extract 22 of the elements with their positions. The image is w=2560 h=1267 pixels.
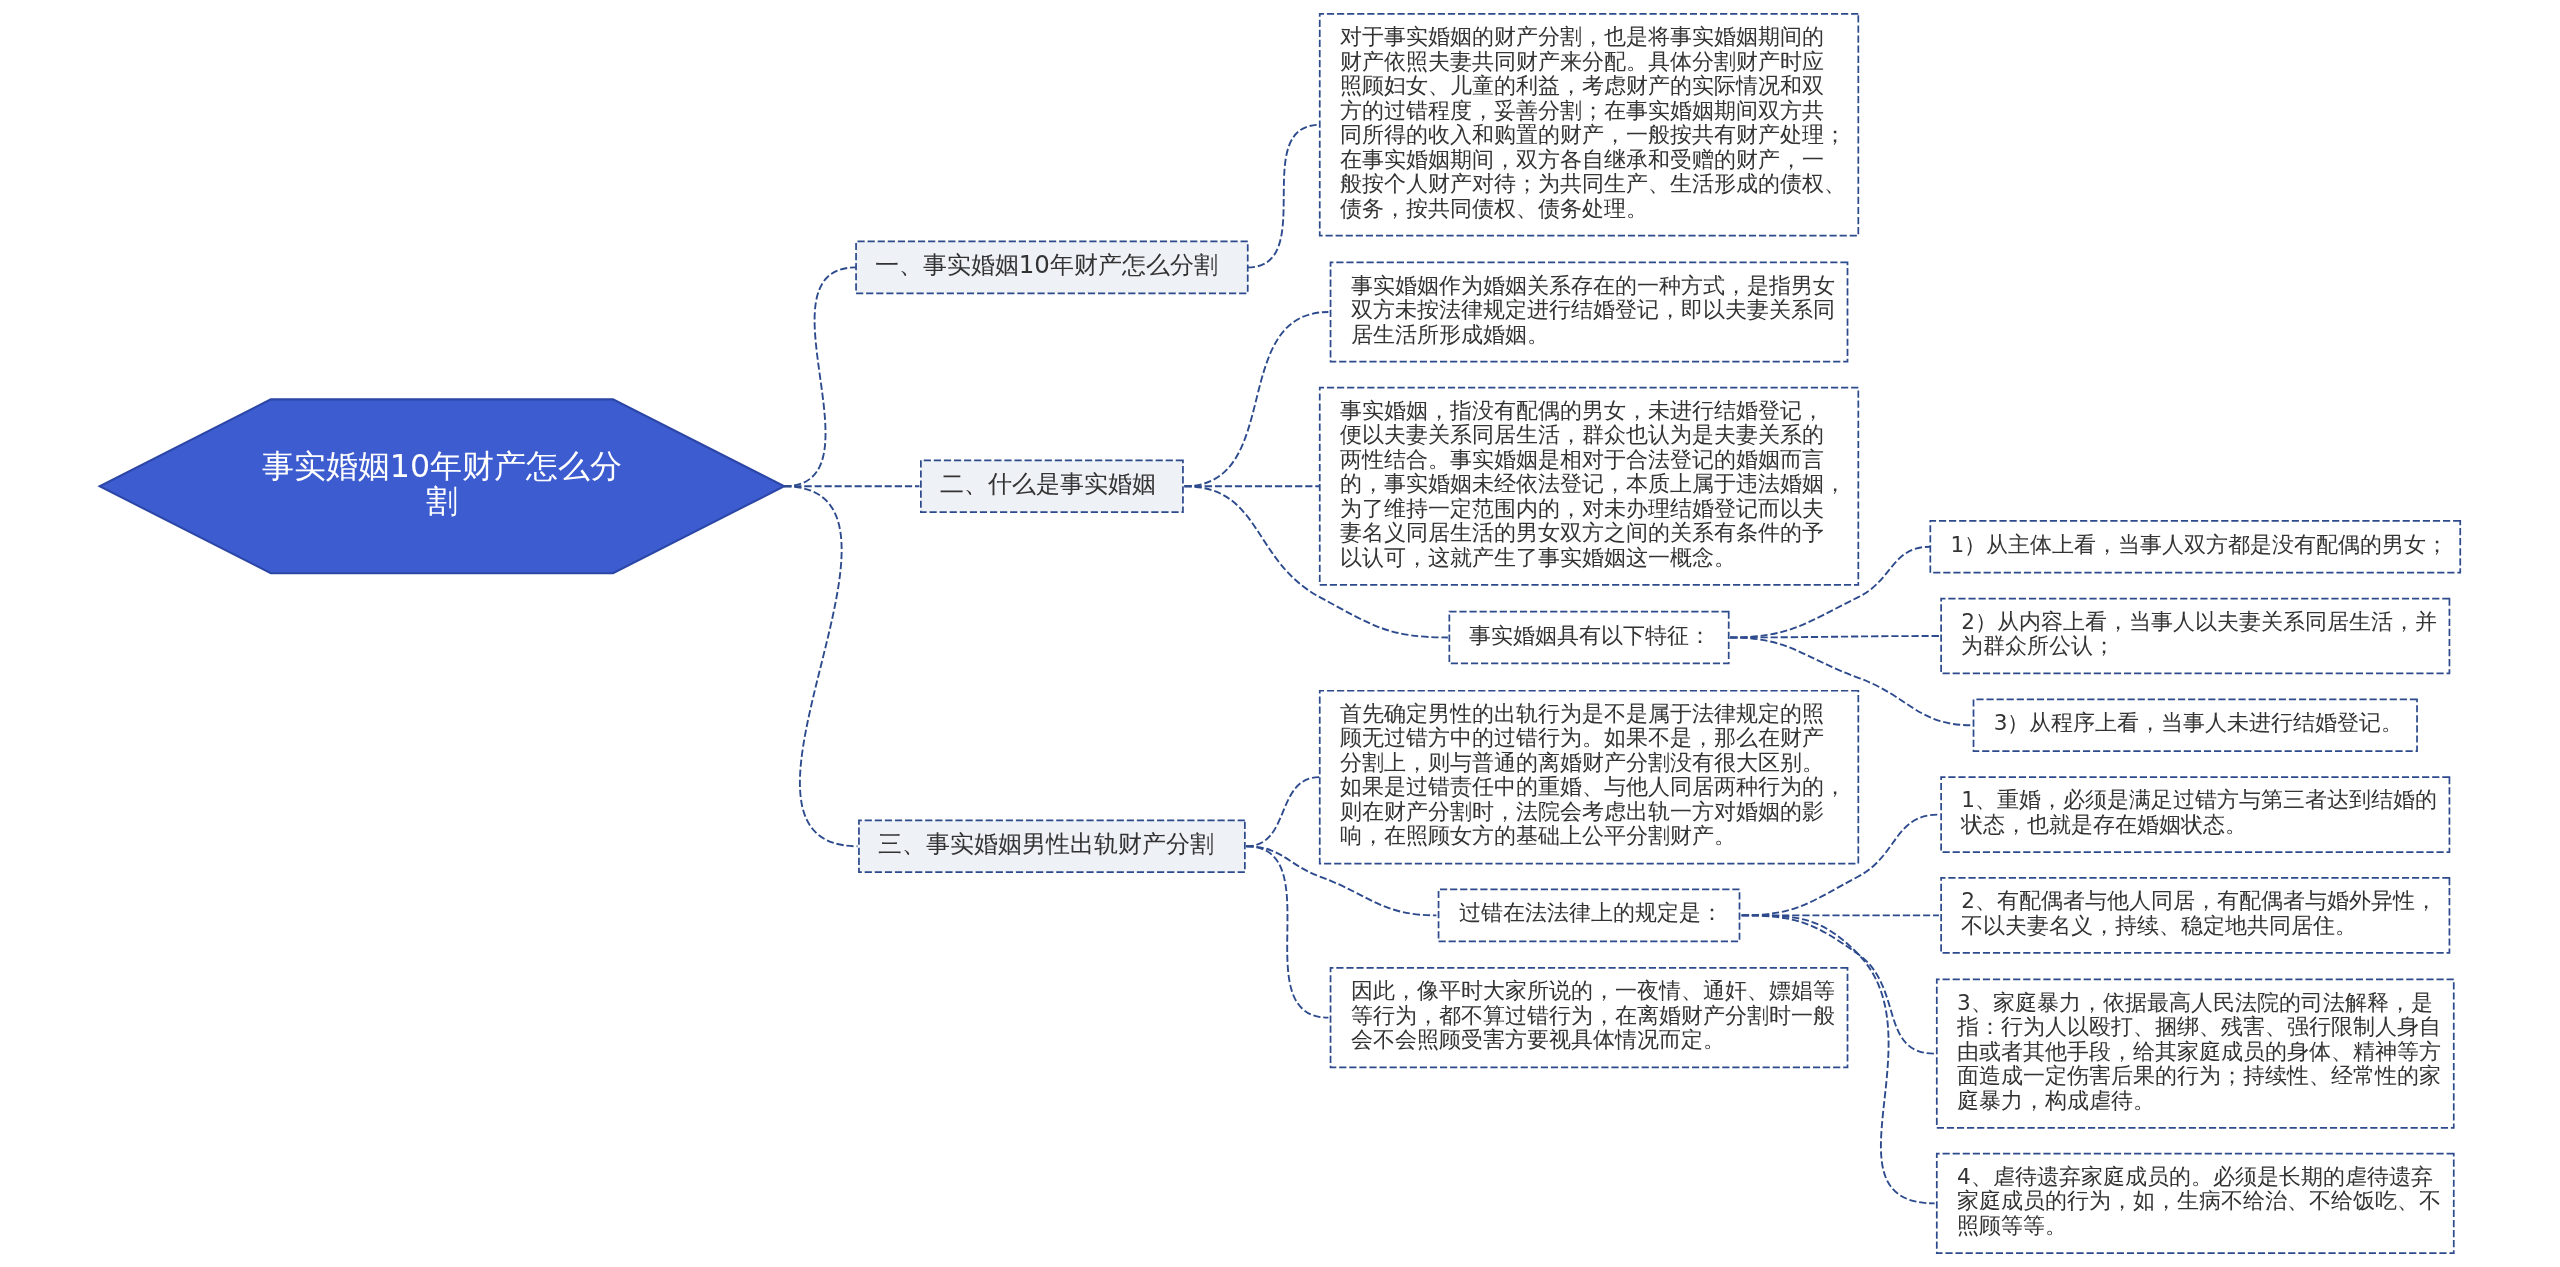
node-box: 二、什么是事实婚姻 <box>920 459 1184 514</box>
node-box: 事实婚姻，指没有配偶的男女，未进行结婚登记，便以夫妻关系同居生活，群众也认为是夫妻关系的两性结合。事实婚姻是相对于合法登记的婚姻而言的，事实婚姻未经依法登记，本质上属于违法婚姻，为了维持一定范围内的，对未办理结婚登记而以夫妻名义同居生活的男女双方之间的关系有条件的予以认可，这就产生了事实婚姻这一概念。 <box>1318 386 1860 586</box>
node-box: 2、有配偶者与他人同居，有配偶者与婚外异性，不以夫妻名义，持续、稳定地共同居住。 <box>1940 877 2451 954</box>
connector <box>1245 845 1330 1019</box>
node-box: 2）从内容上看，当事人以夫妻关系同居生活，并为群众所公认； <box>1940 597 2451 675</box>
node-box: 首先确定男性的出轨行为是不是属于法律规定的照顾无过错方中的过错行为。如果不是，那么在财产分割上，则与普通的离婚财产分割没有很大区别。如果是过错责任中的重婚、与他人同居两种行为的，则在财产分割时，法院会考虑出轨一方对婚姻的影响，在照顾女方的基础上公平分割财产。 <box>1318 689 1860 865</box>
node-box: 对于事实婚姻的财产分割，也是将事实婚姻期间的财产依照夫妻共同财产来分配。具体分割财产时应照顾妇女、儿童的利益，考虑财产的实际情况和双方的过错程度，妥善分割；在事实婚姻期间双方共同所得的收入和购置的财产，一般按共有财产处理；在事实婚姻期间，双方各自继承和受赠的财产，一般按个人财产对待；为共同生产、生活形成的债权、债务，按共同债权、债务处理。 <box>1318 13 1860 237</box>
connector <box>1729 545 1932 639</box>
node-box: 1、重婚，必须是满足过错方与第三者达到结婚的状态，也就是存在婚姻状态。 <box>1940 776 2451 853</box>
connector <box>1740 914 1936 1205</box>
connector <box>1729 636 1973 727</box>
node-box: 过错在法法律上的规定是： <box>1437 888 1741 943</box>
node-box: 事实婚姻作为婚姻关系存在的一种方式，是指男女双方未按法律规定进行结婚登记，即以夫妻关系同居生活所形成婚姻。 <box>1329 261 1849 363</box>
node-box: 事实婚姻具有以下特征： <box>1448 610 1730 665</box>
connector <box>1183 485 1449 639</box>
node-box: 3、家庭暴力，依据最高人民法院的司法解释，是指：行为人以殴打、捆绑、残害、强行限制人身自由或者其他手段，给其家庭成员的身体、精神等方面造成一定伤害后果的行为；持续性、经常性的家庭暴力，构成虐待。 <box>1935 978 2455 1129</box>
node-box: 一、事实婚姻10年财产怎么分割 <box>855 240 1249 295</box>
node-box: 4、虐待遗弃家庭成员的。必须是长期的虐待遗弃家庭成员的行为，如，生病不给治、不给饭吃、不照顾等等。 <box>1935 1152 2455 1254</box>
node-box: 1）从主体上看，当事人双方都是没有配偶的男女； <box>1929 519 2462 574</box>
node-box: 3）从程序上看，当事人未进行结婚登记。 <box>1972 698 2418 753</box>
node-box: 三、事实婚姻男性出轨财产分割 <box>858 819 1246 874</box>
node-box: 因此，像平时大家所说的，一夜情、通奸、嫖娼等等行为，都不算过错行为，在离婚财产分割时一般会不会照顾受害方要视具体情况而定。 <box>1329 967 1849 1069</box>
